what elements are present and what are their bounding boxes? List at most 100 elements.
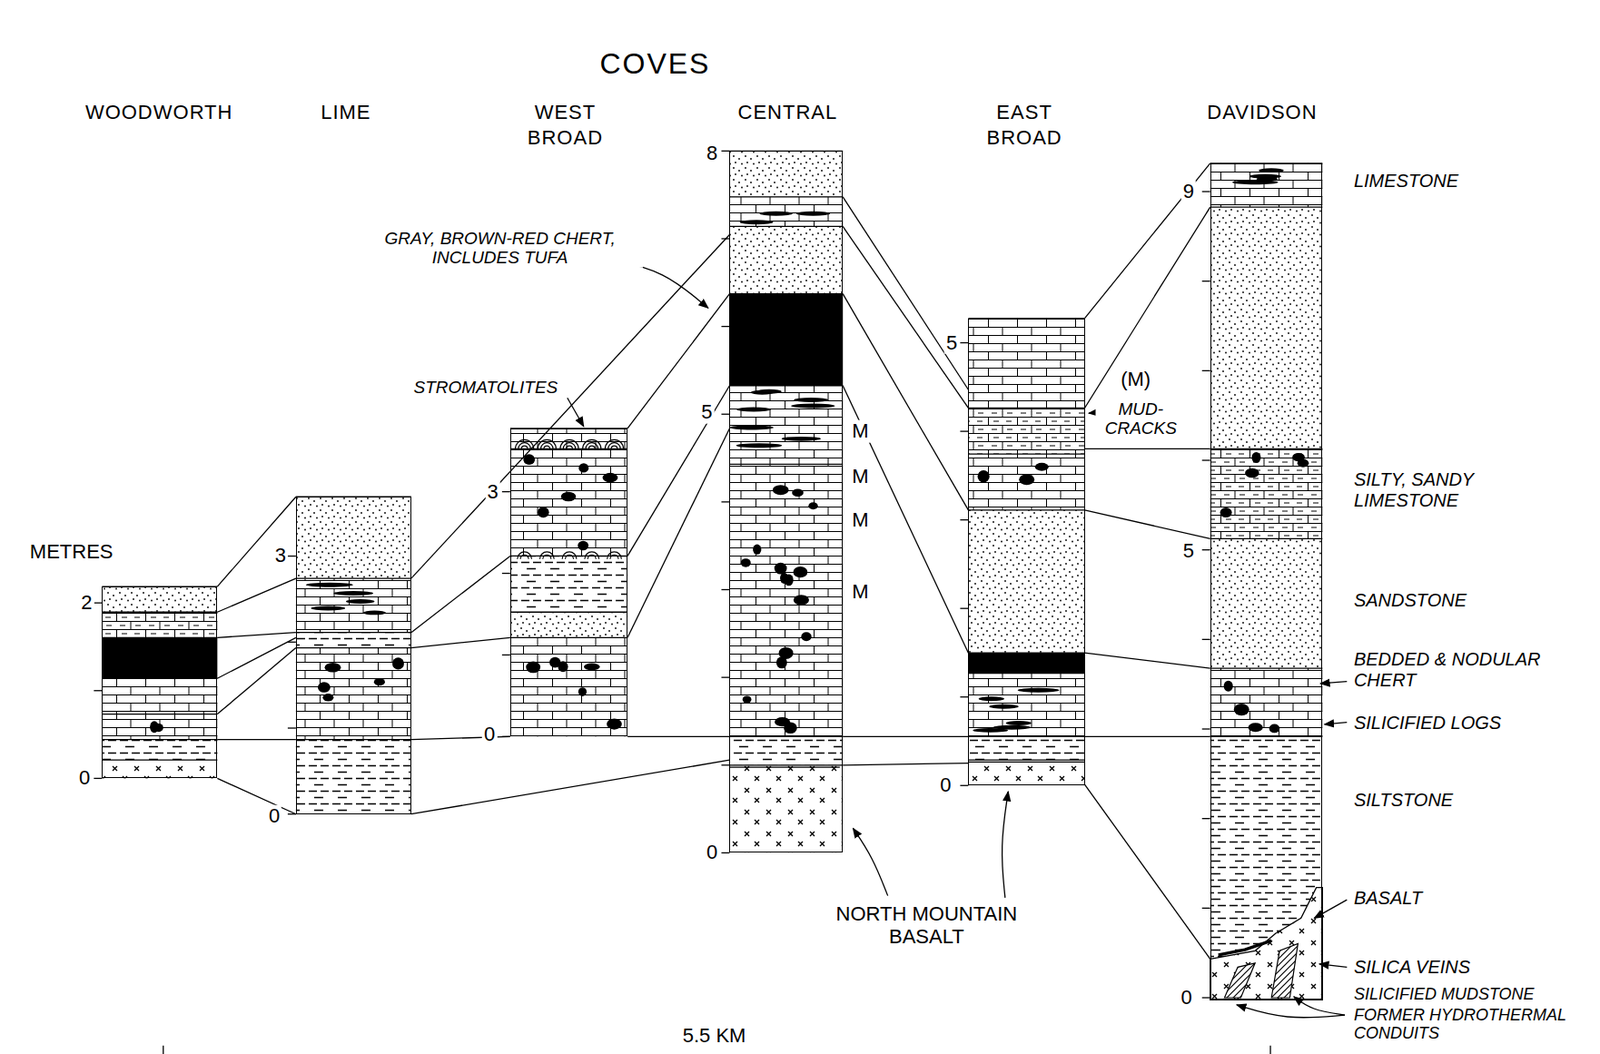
scale-tick <box>1202 190 1211 192</box>
chert-nodule <box>149 720 159 733</box>
basalt-body <box>1210 888 1324 1001</box>
contact-line <box>1210 538 1324 540</box>
stratum <box>729 736 843 765</box>
chert-nodule <box>740 558 751 568</box>
chert-nodule <box>808 502 818 510</box>
stromatolite-arc <box>611 445 618 449</box>
contact-line <box>967 407 1085 409</box>
scale-tick <box>720 501 730 503</box>
scale-tick <box>1202 549 1211 551</box>
annotation: 0 <box>1179 987 1195 1010</box>
correlation-line <box>217 739 297 741</box>
contact-line <box>729 764 843 766</box>
stratum <box>510 448 628 556</box>
scale-tick <box>1202 370 1211 372</box>
contact-line <box>510 612 628 613</box>
stromatolite-arc <box>537 439 556 449</box>
correlation-line <box>842 226 968 408</box>
stratum <box>510 555 628 613</box>
chert-bed <box>988 704 1018 710</box>
chert-nodule <box>774 562 788 575</box>
stromatolite-arc <box>562 443 575 450</box>
chert-nodule <box>783 721 798 734</box>
section-column: WEST BROAD <box>510 428 628 737</box>
chert-bed <box>781 436 821 442</box>
annotation: NORTH MOUNTAIN BASALT <box>819 904 1033 949</box>
chert-nodule <box>549 657 562 669</box>
stratum <box>729 226 843 294</box>
stratum <box>729 294 843 386</box>
annotation: M <box>849 580 870 603</box>
stratum <box>967 454 1085 511</box>
scale-tick <box>93 778 102 780</box>
annotation: M <box>849 509 870 533</box>
stratum <box>296 648 412 741</box>
correlation-line <box>842 294 968 511</box>
scale-tick <box>93 602 102 603</box>
correlation-line <box>217 648 297 715</box>
chert-nodule <box>1018 474 1035 485</box>
annotation: 0 <box>938 774 953 798</box>
chert-nodule <box>317 681 331 693</box>
scale-tick <box>1202 280 1211 282</box>
scale-tick <box>93 690 102 692</box>
chert-nodule <box>322 693 334 702</box>
chert-nodule <box>800 632 811 642</box>
chert-nodule <box>606 719 623 731</box>
stromatolite-arc <box>560 439 579 449</box>
chert-bed <box>1017 688 1060 693</box>
contact-line <box>729 385 843 386</box>
annotation: (M) <box>1118 368 1153 392</box>
stromatolite-arc <box>588 445 595 449</box>
leader-arrow <box>1324 722 1348 725</box>
leader-arrow <box>567 397 584 426</box>
annotation: STROMATOLITES <box>412 377 561 397</box>
correlation-line <box>1085 163 1211 319</box>
annotation: SANDSTONE <box>1352 590 1469 611</box>
distance-tick <box>162 1046 164 1054</box>
chert-bed <box>736 406 771 412</box>
chert-bed <box>978 696 1005 702</box>
chert-nodule <box>793 594 810 606</box>
contact-line <box>101 637 218 639</box>
contact-line <box>729 736 843 738</box>
annotation: SILTY, SANDY LIMESTONE <box>1352 469 1538 511</box>
stratum <box>296 578 412 633</box>
scale-tick <box>502 654 511 656</box>
scale-tick <box>1202 818 1211 820</box>
correlation-line <box>217 778 297 814</box>
stratum <box>967 510 1085 653</box>
stromatolites <box>514 439 623 559</box>
correlation-line <box>217 632 297 639</box>
contact-line <box>967 509 1085 511</box>
stromatolite-arc <box>541 443 554 450</box>
stromatolite-arc <box>565 554 574 559</box>
contact-line <box>1210 206 1324 208</box>
contact-line <box>967 652 1085 654</box>
stromatolite-arc <box>514 439 534 449</box>
annotation: 0 <box>704 841 720 865</box>
silica-vein <box>1271 943 1298 998</box>
stratum <box>101 612 218 638</box>
annotation: 9 <box>1181 180 1196 204</box>
annotation: 3 <box>484 480 500 504</box>
annotation: SILICIFIED LOGS <box>1352 711 1503 732</box>
chert-nodule <box>578 463 589 473</box>
correlation-line <box>1085 510 1211 539</box>
annotation: GRAY, BROWN-RED CHERT, INCLUDES TUFA <box>357 228 643 268</box>
scale-tick <box>502 491 511 493</box>
chert-bed <box>333 591 374 596</box>
chert-nodule <box>1251 452 1261 464</box>
correlation-line <box>627 736 730 738</box>
annotation: M <box>849 464 870 488</box>
stromatolite-arc <box>566 445 573 449</box>
correlation-line <box>217 578 297 613</box>
chert-nodule <box>772 484 790 495</box>
chert-bed <box>736 443 783 448</box>
contact-line <box>101 612 218 613</box>
scale-tick <box>502 572 511 574</box>
leader-arrow <box>1313 899 1347 919</box>
annotation: SILICA VEINS <box>1352 957 1472 978</box>
stratum <box>729 385 843 465</box>
title: COVES <box>597 48 712 81</box>
